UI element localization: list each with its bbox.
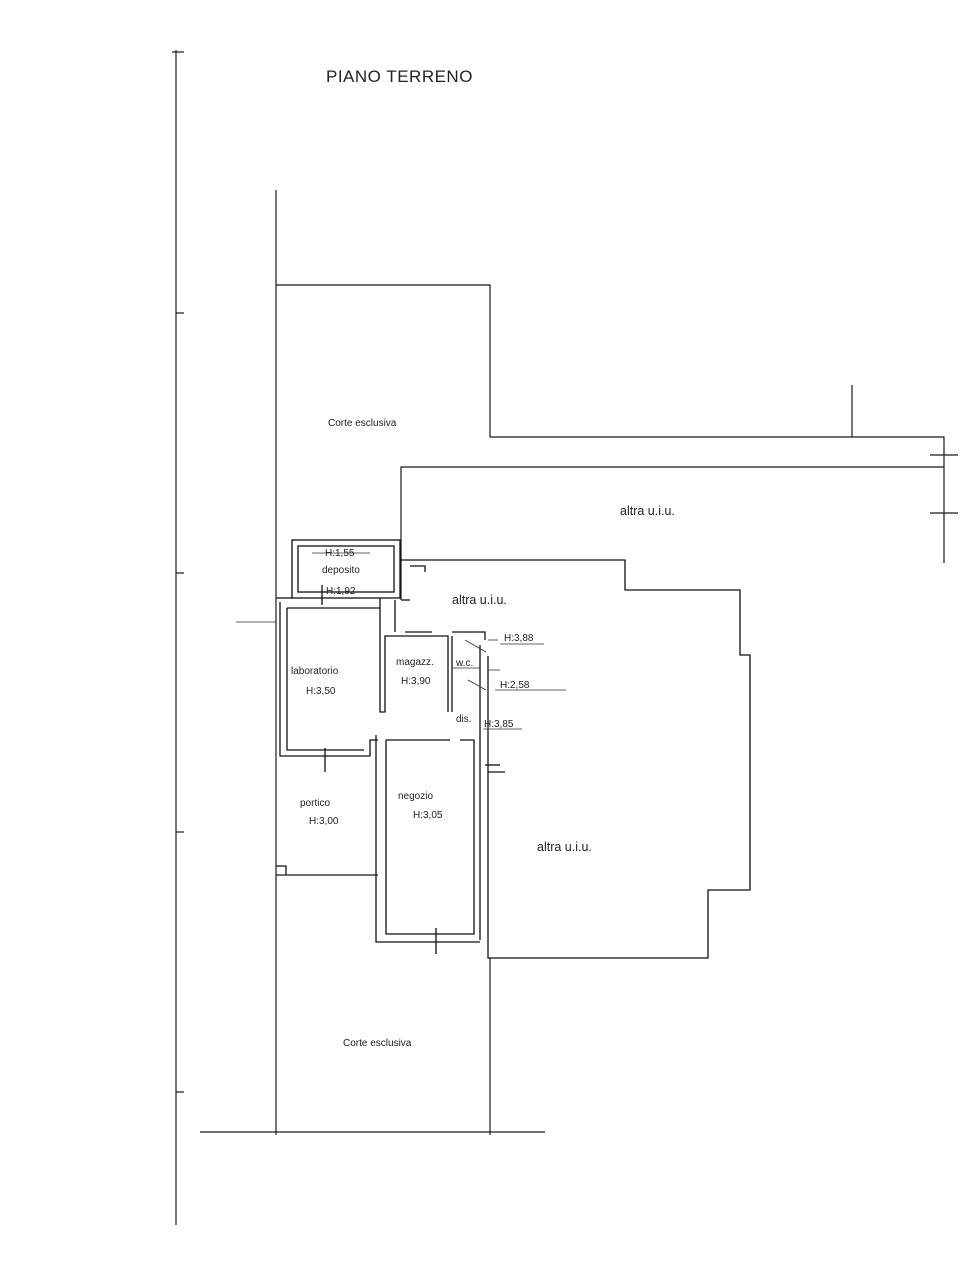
portico-height: H:3,00: [309, 816, 339, 827]
magazzino-height: H:3,90: [401, 676, 431, 687]
altra-uiu-label-3: altra u.i.u.: [537, 840, 592, 854]
portico-name: portico: [300, 798, 330, 809]
magazzino-name: magazz.: [396, 657, 434, 668]
deposito-height-bottom: H:1,92: [326, 586, 356, 597]
dis-name: dis.: [456, 714, 472, 725]
altra-uiu-label-2: altra u.i.u.: [452, 593, 507, 607]
wc-height: H:3,88: [504, 633, 534, 644]
unit-walls: [276, 539, 500, 954]
corte-bottom-label: Corte esclusiva: [343, 1038, 412, 1049]
height-leaders: [312, 552, 566, 730]
reference-line: [172, 50, 276, 1225]
negozio-height: H:3,05: [413, 810, 443, 821]
corte-top-label: Corte esclusiva: [328, 418, 397, 429]
negozio-name: negozio: [398, 791, 433, 802]
page-title: PIANO TERRENO: [326, 67, 473, 86]
wc-low-height: H:2,58: [500, 680, 530, 691]
wc-name: w.c.: [455, 658, 473, 669]
deposito-name: deposito: [322, 565, 360, 576]
dis-height: H:3,85: [484, 719, 514, 730]
laboratorio-height: H:3,50: [306, 686, 336, 697]
laboratorio-name: laboratorio: [291, 666, 339, 677]
neighbour-units: [400, 466, 944, 959]
boundary-lines: [200, 190, 958, 1135]
altra-uiu-label-1: altra u.i.u.: [620, 504, 675, 518]
deposito-height-top: H:1,55: [325, 548, 355, 559]
